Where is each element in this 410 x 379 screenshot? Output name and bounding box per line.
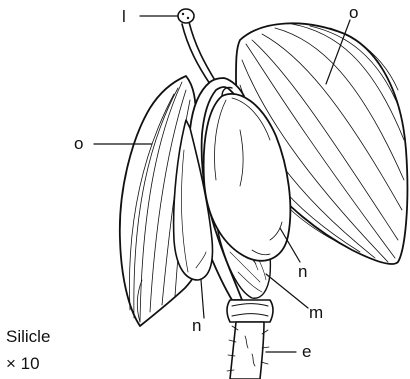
label-n-right: n: [298, 262, 307, 281]
caption-magnification: × 10: [6, 354, 40, 373]
caption-name: Silicle: [6, 327, 50, 346]
label-l: l: [122, 7, 126, 26]
label-n-left: n: [192, 316, 201, 335]
label-m: m: [309, 303, 323, 322]
label-o-top: o: [349, 3, 358, 22]
pedicel: [227, 300, 273, 379]
style-and-stigma: [178, 9, 216, 84]
label-o-left: o: [74, 134, 83, 153]
label-e: e: [302, 342, 311, 361]
